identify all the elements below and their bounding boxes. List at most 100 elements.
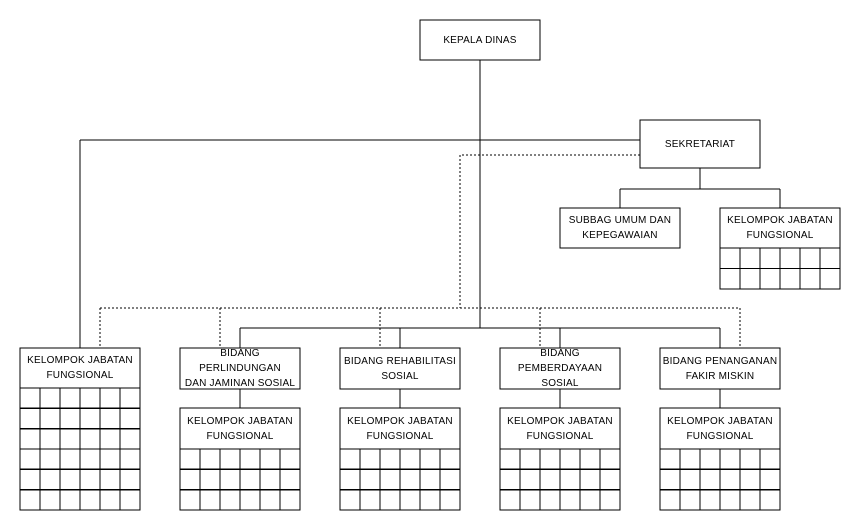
grid-cell <box>39 468 61 491</box>
grid-cell <box>119 468 141 491</box>
grid-cell <box>599 489 621 511</box>
grid-cell <box>179 468 201 491</box>
grid-cell <box>259 468 281 491</box>
division-box-2 <box>339 347 461 390</box>
grid-cell <box>439 448 461 470</box>
div3-fg-box <box>499 407 621 450</box>
grid-cell <box>579 489 601 511</box>
grid-cell <box>399 468 421 491</box>
grid-cell <box>699 489 721 511</box>
grid-cell <box>519 489 541 511</box>
div2-fg-grid <box>339 448 461 511</box>
grid-cell <box>659 489 681 511</box>
grid-cell <box>399 448 421 470</box>
grid-cell <box>39 428 61 450</box>
grid-cell <box>279 468 301 491</box>
grid-cell <box>119 387 141 409</box>
div1-fg-box <box>179 407 301 450</box>
grid-cell <box>519 468 541 491</box>
grid-cell <box>759 448 781 470</box>
grid-cell <box>699 468 721 491</box>
grid-cell <box>39 387 61 409</box>
grid-cell <box>739 468 761 491</box>
grid-cell <box>119 428 141 450</box>
grid-cell <box>219 448 241 470</box>
grid-cell <box>19 428 41 450</box>
div4-fg-grid <box>659 448 781 511</box>
grid-cell <box>219 468 241 491</box>
sec-fg-grid <box>719 247 841 290</box>
division-box-1 <box>179 347 301 390</box>
grid-cell <box>519 448 541 470</box>
grid-cell <box>19 387 41 409</box>
grid-cell <box>659 448 681 470</box>
grid-cell <box>819 267 841 290</box>
grid-cell <box>259 448 281 470</box>
div3-fg-grid <box>499 448 621 511</box>
grid-cell <box>99 387 121 409</box>
grid-cell <box>39 448 61 470</box>
grid-cell <box>59 468 81 491</box>
grid-cell <box>79 428 101 450</box>
grid-cell <box>539 489 561 511</box>
grid-cell <box>419 468 441 491</box>
grid-cell <box>99 468 121 491</box>
grid-cell <box>779 267 801 290</box>
grid-cell <box>99 407 121 430</box>
grid-cell <box>199 489 221 511</box>
grid-cell <box>739 267 761 290</box>
grid-cell <box>739 489 761 511</box>
grid-cell <box>699 448 721 470</box>
grid-cell <box>759 468 781 491</box>
grid-cell <box>59 428 81 450</box>
div4-fg-box <box>659 407 781 450</box>
grid-cell <box>719 448 741 470</box>
grid-cell <box>679 448 701 470</box>
grid-cell <box>399 489 421 511</box>
grid-cell <box>119 448 141 470</box>
grid-cell <box>39 489 61 511</box>
grid-cell <box>499 489 521 511</box>
grid-cell <box>559 489 581 511</box>
grid-cell <box>199 468 221 491</box>
grid-cell <box>499 448 521 470</box>
grid-cell <box>19 468 41 491</box>
grid-cell <box>259 489 281 511</box>
grid-cell <box>19 407 41 430</box>
grid-cell <box>79 468 101 491</box>
grid-cell <box>719 267 741 290</box>
grid-cell <box>799 247 821 270</box>
grid-cell <box>199 448 221 470</box>
grid-cell <box>279 448 301 470</box>
grid-cell <box>99 428 121 450</box>
grid-cell <box>119 489 141 511</box>
sec-fg-box <box>719 207 841 249</box>
grid-cell <box>579 448 601 470</box>
grid-cell <box>59 387 81 409</box>
div1-fg-grid <box>179 448 301 511</box>
subbag-box <box>559 207 681 249</box>
grid-cell <box>379 489 401 511</box>
grid-cell <box>599 468 621 491</box>
grid-cell <box>19 489 41 511</box>
grid-cell <box>19 448 41 470</box>
secretariat-box <box>639 119 761 169</box>
grid-cell <box>339 489 361 511</box>
grid-cell <box>179 448 201 470</box>
grid-cell <box>559 468 581 491</box>
grid-cell <box>239 468 261 491</box>
grid-cell <box>539 468 561 491</box>
grid-cell <box>719 468 741 491</box>
grid-cell <box>219 489 241 511</box>
grid-cell <box>759 267 781 290</box>
grid-cell <box>419 448 441 470</box>
grid-cell <box>759 247 781 270</box>
grid-cell <box>439 489 461 511</box>
grid-cell <box>79 489 101 511</box>
grid-cell <box>739 247 761 270</box>
grid-cell <box>119 407 141 430</box>
grid-cell <box>99 489 121 511</box>
grid-cell <box>539 448 561 470</box>
grid-cell <box>439 468 461 491</box>
grid-cell <box>359 489 381 511</box>
